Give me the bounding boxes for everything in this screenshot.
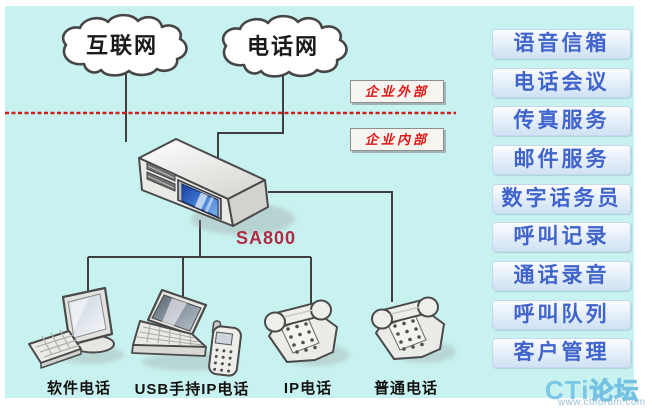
cti-url: www.ctiforum.com — [558, 397, 646, 408]
laptop-front — [131, 344, 207, 357]
device-analog-phone-label: 普通电话 — [373, 380, 439, 397]
handset-keypad — [213, 348, 233, 373]
menu-item-voicemail[interactable]: 语音信箱 — [492, 29, 631, 59]
device-analog-phone — [372, 298, 456, 364]
server-side — [227, 179, 269, 227]
server-label: SA800 — [236, 228, 297, 248]
zone-external-box: 企业外部 — [350, 80, 444, 103]
cti-logo-forum-text: 论坛 — [589, 378, 640, 406]
device-laptop-label: USB手持IP电话 — [134, 381, 250, 398]
keyboard — [28, 329, 82, 369]
cti-logo: CTi论坛 — [545, 371, 639, 406]
device-pc-label: 软件电话 — [46, 380, 112, 397]
zone-internal-box: 企业内部 — [350, 128, 444, 151]
server-sa800 — [138, 138, 295, 235]
usb-handset — [208, 320, 242, 377]
server-vents — [146, 161, 176, 192]
menu-item-auto-attendant[interactable]: 数字话务员 — [492, 184, 631, 214]
zone-external-label: 企业外部 — [364, 84, 429, 99]
cti-logo-text: CTi — [545, 375, 590, 405]
line-server-analog — [268, 191, 393, 302]
menu-item-conference[interactable]: 电话会议 — [492, 68, 631, 98]
cloud-internet-label: 互联网 — [85, 33, 159, 58]
device-pc — [28, 286, 124, 369]
laptop-keys — [136, 324, 203, 347]
server-screen — [177, 178, 222, 221]
device-laptop-handset — [131, 288, 242, 377]
line-phonenet-server — [217, 70, 284, 160]
menu-item-call-log[interactable]: 呼叫记录 — [492, 222, 631, 252]
handset-screen — [214, 331, 234, 346]
menu-item-fax[interactable]: 传真服务 — [492, 106, 631, 136]
cloud-internet — [61, 13, 188, 77]
menu-item-call-recording[interactable]: 通话录音 — [492, 261, 631, 291]
menu-item-crm[interactable]: 客户管理 — [492, 338, 631, 368]
cloud-phone-network-label: 电话网 — [246, 34, 320, 59]
device-ip-phone-label: IP电话 — [283, 380, 333, 397]
menu-item-call-queue[interactable]: 呼叫队列 — [492, 300, 631, 330]
zone-internal-label: 企业内部 — [364, 132, 429, 147]
cloud-phone-network — [221, 14, 348, 78]
menu-item-mail[interactable]: 邮件服务 — [492, 145, 631, 175]
device-ip-phone — [265, 301, 349, 367]
laptop — [131, 288, 208, 357]
